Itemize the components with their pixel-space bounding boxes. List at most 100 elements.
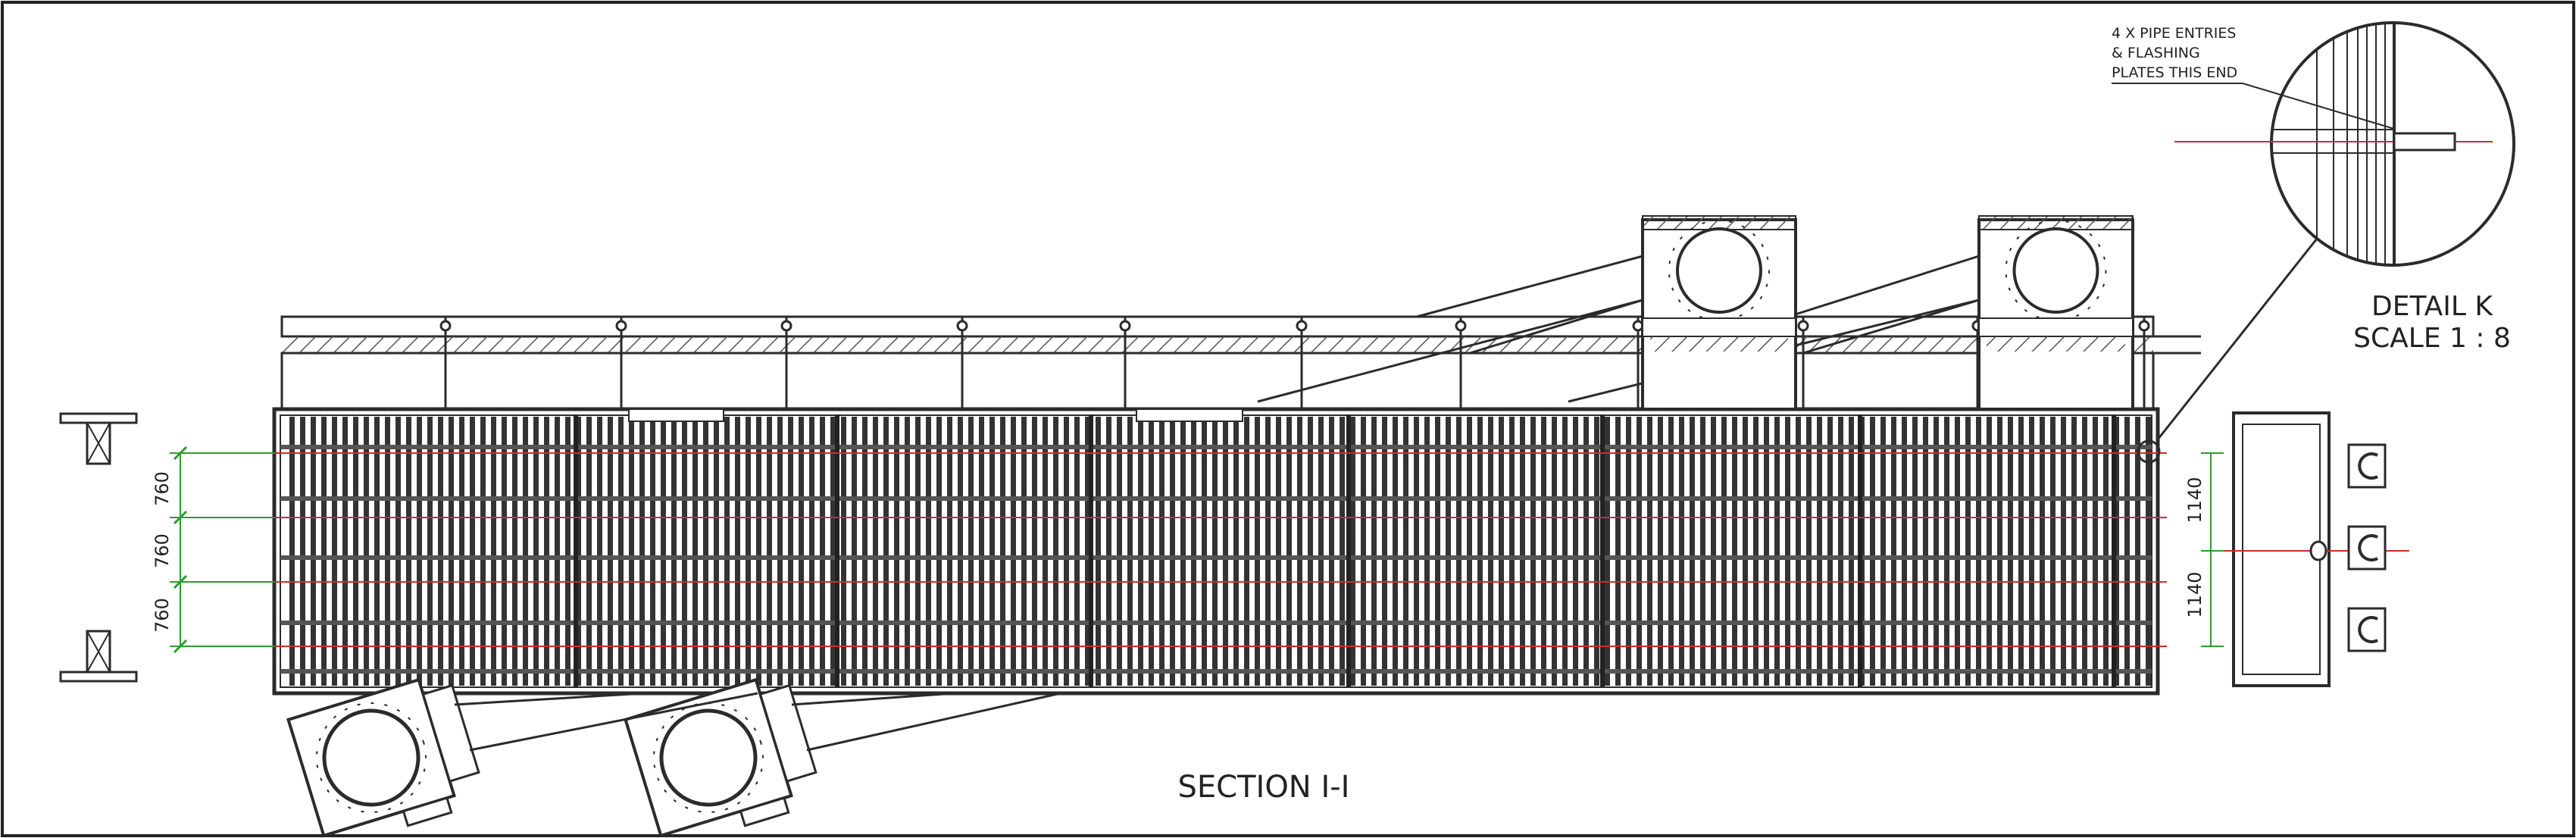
- grating-bar: [1265, 417, 1271, 686]
- end-channel: [2347, 607, 2387, 652]
- top-box: [1641, 218, 1797, 411]
- top-wall: [280, 352, 2155, 411]
- grate-clip: [1136, 408, 1243, 422]
- top-box-hatch: [1650, 336, 1788, 352]
- grating-bar: [1552, 417, 1557, 686]
- grating-bar: [682, 417, 687, 686]
- detail-k-circle: [2137, 21, 2515, 464]
- grating-bar: [459, 417, 464, 686]
- top-post-bolt: [439, 320, 452, 332]
- grating-bar: [1711, 417, 1716, 686]
- grating-bar: [1753, 417, 1758, 686]
- grating-bar: [1371, 417, 1377, 686]
- grating-bar: [1583, 417, 1589, 686]
- bracket-cross: [86, 422, 111, 464]
- grating-bar: [1170, 417, 1175, 686]
- grating-bar: [936, 417, 942, 686]
- grating-bar: [586, 417, 592, 686]
- top-box-flange: [2005, 220, 2107, 321]
- grating-bar: [1955, 417, 1960, 686]
- grating-bar: [1159, 417, 1165, 686]
- grating-bar: [1223, 417, 1228, 686]
- top-post-bolt: [1797, 320, 1809, 332]
- grating-bar: [470, 417, 475, 686]
- diagonal-pipe: [1257, 299, 1643, 403]
- grating-bar: [300, 417, 305, 686]
- grating-bar: [989, 417, 995, 686]
- grating-bar: [1011, 417, 1016, 686]
- dimension-label-left-1: 760: [152, 471, 173, 506]
- grating-bar: [2029, 417, 2034, 686]
- grating-bar: [1202, 417, 1207, 686]
- grating-bar: [1870, 417, 1875, 686]
- bottom-box-collar: [758, 683, 818, 783]
- grating-bar: [2018, 417, 2024, 686]
- grating-bar: [1605, 417, 1610, 686]
- grating-bar: [1562, 417, 1568, 686]
- grating-bar: [1923, 417, 1928, 686]
- grating-bar: [894, 417, 899, 686]
- grating-bar: [703, 417, 708, 686]
- bottom-diagonal-pipe: [454, 692, 645, 706]
- grating-bar: [1297, 417, 1302, 686]
- grating-bar: [1043, 417, 1048, 686]
- grating-bar: [2135, 417, 2140, 686]
- grating-bar: [1902, 417, 1907, 686]
- top-box-flange: [1668, 220, 1770, 321]
- bottom-box-collar: [421, 683, 480, 783]
- grating-bar: [1180, 417, 1186, 686]
- grating-bar: [714, 417, 719, 686]
- grating-bar: [650, 417, 655, 686]
- grating-bar: [905, 417, 910, 686]
- dimension-tick: [173, 574, 188, 589]
- grating-bar: [2061, 417, 2066, 686]
- grating-bar: [1382, 417, 1387, 686]
- grating-bar: [1838, 417, 1843, 686]
- grating-bar: [1732, 417, 1737, 686]
- grating-bar: [449, 417, 454, 686]
- grating-bar: [353, 417, 358, 686]
- top-post-bolt: [1455, 320, 1467, 332]
- grating-bar: [385, 417, 390, 686]
- grating-bar: [1477, 417, 1483, 686]
- callout-line-2: & FLASHING: [2112, 45, 2200, 61]
- end-view-drain: [2309, 540, 2327, 561]
- detail-title: DETAIL K: [2371, 291, 2493, 322]
- grating-bar: [1499, 417, 1504, 686]
- grating-bar: [395, 417, 401, 686]
- grating-bar: [555, 417, 560, 686]
- grating-bar: [1318, 417, 1324, 686]
- grating-bar: [1096, 417, 1101, 686]
- grating-bar: [639, 417, 645, 686]
- grating-bar: [1085, 417, 1090, 686]
- grating-bar: [1626, 417, 1631, 686]
- top-post-bolt: [2138, 320, 2150, 332]
- end-channel-c: [2358, 534, 2378, 561]
- grating-bar: [1212, 417, 1218, 686]
- grating-bar: [1064, 417, 1069, 686]
- grating-bar: [1424, 417, 1430, 686]
- grating-bar: [1934, 417, 1939, 686]
- grating-bar: [756, 417, 761, 686]
- grating-bar: [2040, 417, 2045, 686]
- grating-bar: [947, 417, 952, 686]
- grating-bar: [311, 417, 316, 686]
- grating-bar: [364, 417, 369, 686]
- grating-bar: [1286, 417, 1292, 686]
- grating-bar: [1541, 417, 1546, 686]
- detail-pipe-stub: [2393, 132, 2456, 152]
- grating-bar: [2071, 417, 2077, 686]
- detail-leader: [2156, 238, 2318, 440]
- grating-bar: [2008, 417, 2013, 686]
- bottom-box-flange: [316, 702, 427, 813]
- dimension-label-left-3: 760: [152, 598, 173, 633]
- grating-bar: [533, 417, 539, 686]
- grating-bar: [1615, 417, 1621, 686]
- grating-bar: [332, 417, 337, 686]
- grating-bar: [1637, 417, 1642, 686]
- bottom-box-pipe-opening: [322, 708, 420, 807]
- grating-bar: [1743, 417, 1748, 686]
- top-pipe-section: [280, 255, 2201, 411]
- grating-bar: [2124, 417, 2130, 686]
